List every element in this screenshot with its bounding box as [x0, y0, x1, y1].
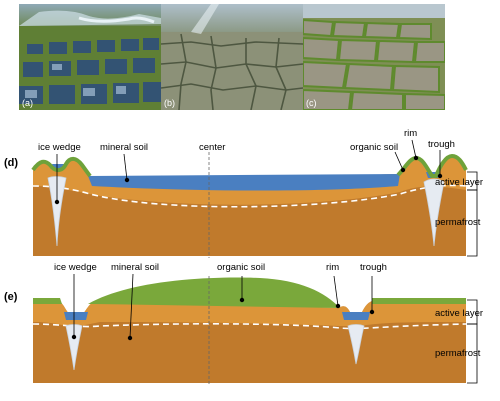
photo-a-image: [19, 4, 161, 110]
panel-e-ice-wedge-label: ice wedge: [54, 262, 97, 273]
panel-d-tag: (d): [4, 157, 18, 169]
panel-d: (d) ice wedge mineral soil center organi…: [4, 128, 483, 258]
panel-e: (e) ice wedge mineral soil organic soil …: [4, 262, 483, 386]
panel-d-water: [88, 174, 400, 191]
panel-e-permafrost-table: [32, 323, 467, 330]
panel-e-tag: (e): [4, 291, 18, 303]
panel-d-center-label: center: [199, 142, 225, 153]
panel-e-organic-rim-left: [33, 298, 62, 304]
panel-e-permafrost-bracket: [467, 323, 478, 384]
panel-e-mineral-soil-label: mineral soil: [111, 262, 159, 273]
photo-c: (c): [303, 4, 445, 110]
photo-a-label: (a): [22, 98, 33, 108]
panel-d-organic-soil-label: organic soil: [350, 142, 398, 153]
panel-e-permafrost-label: permafrost: [435, 348, 481, 359]
panel-d-ice-wedge-label: ice wedge: [38, 142, 81, 153]
photo-b: (b): [161, 4, 303, 110]
photo-a: (a): [19, 4, 161, 110]
panel-d-rim-label: rim: [404, 128, 417, 139]
photo-b-label: (b): [164, 98, 175, 108]
panel-d-permafrost-label: permafrost: [435, 217, 481, 228]
panel-d-ice-wedge-right: [423, 178, 445, 247]
panel-d-permafrost-table: [32, 184, 467, 208]
panel-d-organic-soil-right: [396, 154, 468, 178]
panel-e-ice-wedge-right: [347, 324, 365, 365]
panel-d-organic-soil: [31, 156, 92, 178]
panel-e-organic-rim-right: [372, 298, 466, 304]
panel-e-trough-water-left: [64, 312, 88, 320]
panel-e-organic-soil-label: organic soil: [217, 262, 265, 273]
photo-b-image: [161, 4, 303, 110]
panel-d-permafrost-bracket: [467, 189, 478, 257]
panel-e-organic-mound: [88, 277, 340, 308]
panel-d-active-layer-label: active layer: [435, 177, 483, 188]
panel-d-mineral-soil-label: mineral soil: [100, 142, 148, 153]
panel-e-rim-label: rim: [326, 262, 339, 273]
photo-c-label: (c): [306, 98, 317, 108]
panel-d-trough-label: trough: [428, 139, 455, 150]
photo-c-image: [303, 4, 445, 110]
panel-e-trough-label: trough: [360, 262, 387, 273]
panel-e-active-layer-label: active layer: [435, 308, 483, 319]
panel-e-trough-water-right: [342, 312, 370, 320]
